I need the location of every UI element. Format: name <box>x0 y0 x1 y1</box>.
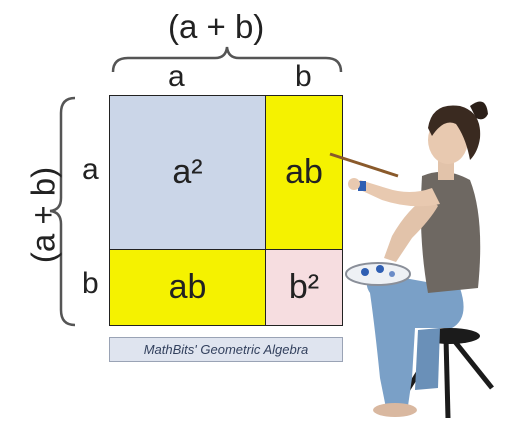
cell-b-squared: b² <box>265 249 343 326</box>
side-title: (a + b) <box>24 166 62 264</box>
column-label-a: a <box>168 60 185 93</box>
row-label-a: a <box>82 153 99 186</box>
woman-painting-icon <box>329 101 494 419</box>
side-brace-path <box>49 96 76 327</box>
cell-a-squared: a² <box>109 95 266 250</box>
top-brace-path <box>111 46 343 73</box>
cell-ab-top: ab <box>265 95 343 250</box>
column-label-b: b <box>295 60 312 93</box>
cell-ab-bottom: ab <box>109 249 266 326</box>
row-label-b: b <box>82 267 99 300</box>
caption: MathBits' Geometric Algebra <box>109 337 343 362</box>
top-title: (a + b) <box>168 8 265 45</box>
area-square: a² ab ab b² <box>109 95 343 326</box>
